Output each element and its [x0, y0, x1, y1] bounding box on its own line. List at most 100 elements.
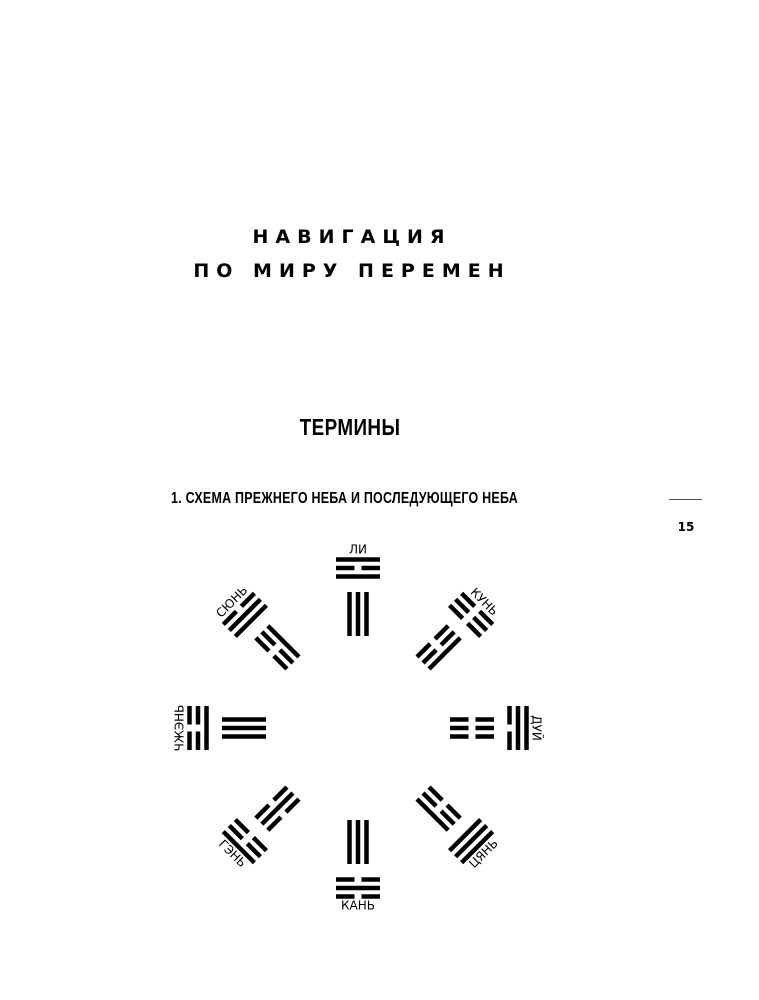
solid-line: [355, 820, 361, 864]
page-number: 15: [677, 520, 695, 534]
solid-line: [227, 597, 263, 633]
solid-line: [222, 734, 266, 739]
solid-line: [347, 592, 352, 636]
broken-line-left: [439, 630, 456, 647]
solid-line: [415, 797, 450, 832]
trigram-kan: КАНЬ: [336, 820, 380, 913]
inner-trigram: [450, 717, 494, 739]
solid-line: [427, 636, 462, 671]
broken-line-right: [421, 791, 438, 808]
trigram-label-li: ЛИ: [349, 543, 367, 557]
trigram-gen: ГЭНЬ: [216, 785, 301, 870]
chapter-title-line-2: ПО МИРУ ПЕРЕМЕН: [193, 260, 511, 282]
solid-line: [347, 820, 352, 864]
broken-line-left: [507, 706, 512, 725]
broken-line-right: [278, 648, 295, 665]
solid-line: [260, 791, 295, 826]
broken-line-left: [245, 842, 263, 859]
broken-line-left: [475, 717, 494, 722]
broken-line-left: [475, 734, 494, 739]
broken-line-left: [254, 803, 271, 820]
solid-line: [460, 830, 495, 865]
inner-trigram: [347, 592, 369, 636]
solid-line: [221, 830, 256, 865]
broken-line-left: [433, 624, 450, 641]
broken-line-left: [453, 597, 471, 614]
broken-line-left: [266, 815, 283, 832]
trigram-kun: КУНЬ: [415, 585, 501, 671]
broken-line-right: [478, 609, 495, 626]
broken-line-right: [466, 621, 483, 639]
solid-line: [364, 592, 369, 636]
broken-line-right: [450, 734, 469, 739]
broken-line-right: [450, 717, 469, 722]
outer-trigram: [447, 591, 495, 639]
broken-line-left: [187, 731, 192, 750]
inner-trigram: [347, 820, 369, 864]
broken-line-left: [475, 725, 494, 731]
outer-trigram: [221, 591, 269, 639]
broken-line-right: [415, 642, 432, 659]
broken-line-left: [221, 609, 238, 626]
broken-line-right: [233, 817, 250, 835]
broken-line-right: [336, 877, 355, 882]
broken-line-right: [427, 785, 444, 802]
solid-line: [355, 592, 361, 636]
outer-trigram: [221, 817, 269, 865]
trigram-label-zhen: ЧЖЭНЬ: [173, 705, 187, 752]
broken-line-right: [227, 823, 244, 841]
broken-line-right: [187, 706, 192, 725]
folio-rule: [669, 499, 702, 500]
subsection-title: 1. СХЕМА ПРЕЖНЕГО НЕБА И ПОСЛЕДУЮЩЕГО НЕ…: [171, 490, 518, 507]
outer-trigram: [336, 877, 380, 899]
outer-trigram: [187, 706, 209, 750]
broken-line-left: [439, 809, 456, 826]
trigram-label-kan: КАНЬ: [341, 899, 375, 913]
broken-line-left: [254, 636, 271, 653]
solid-line: [233, 603, 269, 639]
section-title: ТЕРМИНЫ: [299, 414, 401, 440]
broken-line-right: [507, 731, 512, 750]
broken-line-left: [460, 591, 477, 608]
solid-line: [453, 823, 489, 859]
inner-trigram: [254, 785, 301, 832]
outer-trigram: [507, 706, 529, 750]
trigram-li: ЛИ: [336, 543, 380, 636]
broken-line-right: [195, 706, 201, 725]
broken-line-left: [361, 894, 380, 899]
solid-line: [336, 557, 380, 562]
solid-line: [336, 574, 380, 579]
broken-line-left: [361, 877, 380, 882]
solid-line: [204, 706, 209, 750]
broken-line-right: [450, 725, 469, 731]
inner-trigram: [415, 624, 462, 671]
broken-line-left: [251, 836, 269, 853]
trigram-tsian: ЦЯНЬ: [415, 785, 501, 871]
outer-trigram: [336, 557, 380, 579]
inner-trigram: [222, 717, 266, 739]
solid-line: [336, 885, 380, 891]
solid-line: [364, 820, 369, 864]
broken-line-right: [239, 591, 256, 608]
broken-line-right: [284, 797, 301, 814]
trigram-dui: ДУЙ: [450, 706, 545, 750]
broken-line-right: [336, 894, 355, 899]
solid-line: [266, 624, 301, 659]
solid-line: [515, 706, 521, 750]
broken-line-right: [361, 565, 380, 571]
outer-trigram: [447, 817, 495, 865]
broken-line-right: [272, 785, 289, 802]
broken-line-right: [472, 615, 489, 633]
chapter-title: НАВИГАЦИЯ ПО МИРУ ПЕРЕМЕН: [0, 220, 704, 288]
broken-line-left: [195, 731, 201, 750]
solid-line: [524, 706, 529, 750]
solid-line: [222, 717, 266, 722]
inner-trigram: [254, 624, 301, 671]
broken-line-left: [260, 630, 277, 647]
trigram-zhen: ЧЖЭНЬ: [173, 705, 266, 752]
solid-line: [447, 817, 483, 853]
broken-line-right: [421, 648, 438, 665]
solid-line: [222, 725, 266, 731]
